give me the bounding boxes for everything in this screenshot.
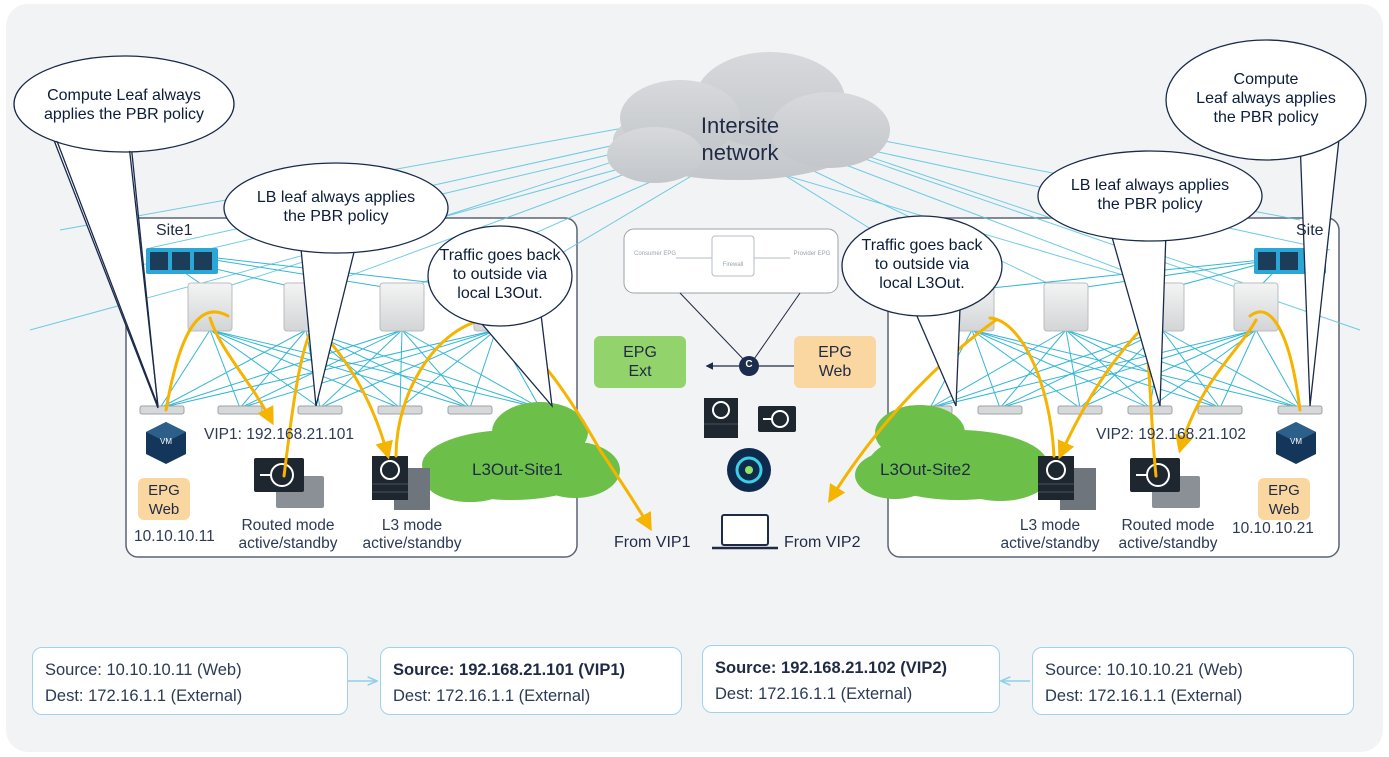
contract-c-circle [739,356,759,376]
contract-link-left [679,292,747,363]
from-vip1-label: From VIP1 [614,534,691,551]
site1-apic-icon [146,248,218,274]
laptop-icon [712,514,778,550]
flow-box-4: Source: 10.10.10.21 (Web)Dest: 172.16.1.… [1032,647,1354,715]
contract-provider-label: Provider EPG [793,251,831,257]
firewall-icon-left [372,456,430,510]
vm-icon-left [146,422,186,464]
l3out-site2-cloud [855,405,1050,501]
contract-firewall-label: Firewall [722,262,744,268]
flow-box-1: Source: 10.10.10.11 (Web)Dest: 172.16.1.… [32,647,348,715]
lb-icon-left [254,458,324,508]
from-vip2-label: From VIP2 [784,534,861,551]
site2-title: Site [1296,222,1324,239]
site1-title: Site1 [156,222,193,239]
firewall-icon-right [1038,456,1096,510]
contract-link-right [751,292,801,363]
ip-left: 10.10.10.11 [134,528,215,545]
flow-box-3: Source: 192.168.21.102 (VIP2)Dest: 172.1… [702,645,1000,713]
bubble-joins [15,41,1365,325]
ip-right: 10.10.10.21 [1232,520,1314,537]
flow-box-2: Source: 192.168.21.101 (VIP1)Dest: 172.1… [380,647,682,715]
center-firewall-icon [704,398,738,438]
l3out-site1-cloud [422,402,620,502]
contract-consumer-label: Consumer EPG [633,251,676,257]
contract-firewall-node [711,235,755,277]
contract-c-badge: C [745,359,753,370]
nexus-dashboard-icon [727,448,771,492]
l3out-site1-label: L3Out-Site1 [472,460,563,479]
vip1-label: VIP1: 192.168.21.101 [204,426,354,443]
center-lb-icon [758,406,796,432]
vm-label-right: VM [1290,437,1302,446]
vm-label-left: VM [160,437,172,446]
vm-icon-right [1276,422,1316,464]
l3out-site2-label: L3Out-Site2 [880,460,971,479]
intersite-cloud [607,52,890,183]
vip2-label: VIP2: 192.168.21.102 [1096,426,1246,443]
